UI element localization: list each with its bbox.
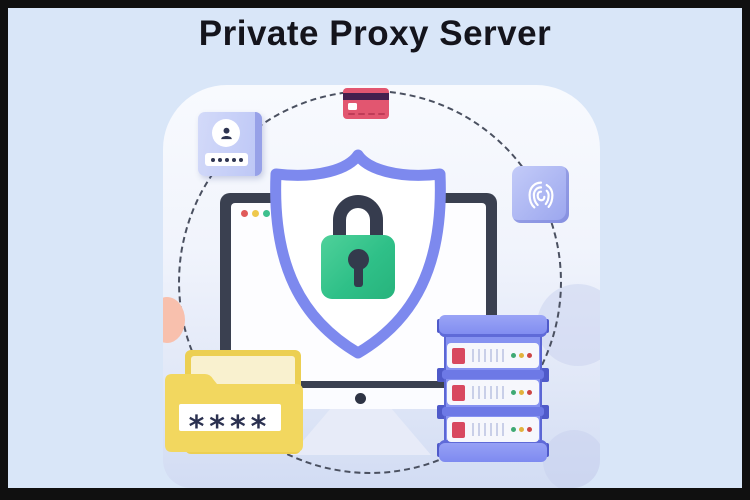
- green-dot-icon: [263, 210, 270, 217]
- server-vents: [472, 423, 504, 436]
- credit-card-icon: [343, 88, 389, 119]
- folder-password-text: ****: [188, 410, 272, 431]
- yellow-dot-icon: [252, 210, 259, 217]
- server-led-lights: [511, 390, 532, 395]
- server-band: [442, 370, 544, 379]
- server-tab: [539, 368, 549, 382]
- green-led: [511, 353, 516, 358]
- red-led: [527, 390, 532, 395]
- keyhole-stem: [354, 264, 363, 287]
- monitor-camera-dot: [355, 393, 366, 404]
- folder-icon: ****: [163, 348, 305, 460]
- server-led-lights: [511, 353, 532, 358]
- card-magnetic-stripe: [343, 93, 389, 100]
- folder-password-field: ****: [179, 404, 281, 431]
- server-rack-icon: [437, 313, 549, 463]
- yellow-led: [519, 390, 524, 395]
- server-drive-light: [452, 384, 465, 401]
- dash: [348, 112, 355, 115]
- yellow-led: [519, 427, 524, 432]
- server-unit: [447, 417, 539, 442]
- green-led: [511, 390, 516, 395]
- password-dots: [205, 153, 248, 166]
- page-title: Private Proxy Server: [198, 14, 552, 53]
- dot: [217, 157, 222, 162]
- red-led: [527, 427, 532, 432]
- user-avatar-icon: [212, 119, 240, 147]
- security-illustration: ****: [163, 85, 600, 488]
- decor-bubble: [543, 430, 600, 488]
- dash: [358, 112, 365, 115]
- dot: [231, 157, 236, 162]
- browser-window-dots: [241, 210, 270, 217]
- id-card-icon: [198, 112, 262, 176]
- card-number-dashes: [348, 112, 385, 115]
- fingerprint-icon: [512, 166, 569, 223]
- server-drive-light: [452, 347, 465, 364]
- red-dot-icon: [241, 210, 248, 217]
- dot: [238, 157, 243, 162]
- dot: [224, 157, 229, 162]
- dash: [378, 112, 385, 115]
- server-unit: [447, 343, 539, 368]
- server-unit: [447, 380, 539, 405]
- green-led: [511, 427, 516, 432]
- dash: [368, 112, 375, 115]
- keyhole-icon: [348, 249, 369, 270]
- server-tab: [539, 405, 549, 419]
- pink-blob-decoration: [163, 297, 185, 343]
- server-drive-light: [452, 421, 465, 438]
- server-led-lights: [511, 427, 532, 432]
- red-led: [527, 353, 532, 358]
- yellow-led: [519, 353, 524, 358]
- dot: [210, 157, 215, 162]
- server-band: [442, 407, 544, 416]
- server-vents: [472, 349, 504, 362]
- server-top-cap: [439, 315, 547, 337]
- server-bottom-cap: [439, 440, 547, 462]
- card-chip: [348, 103, 357, 110]
- canvas: Private Proxy Server: [8, 8, 742, 488]
- server-vents: [472, 386, 504, 399]
